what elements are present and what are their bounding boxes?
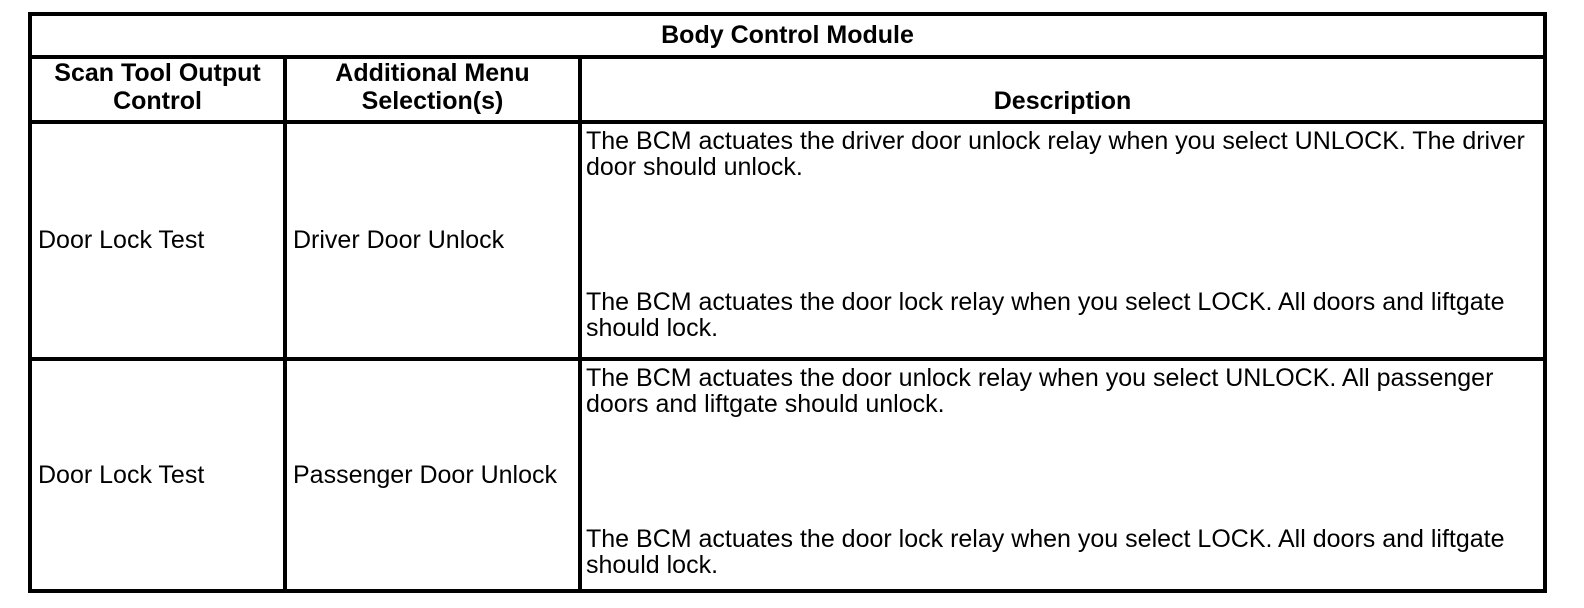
description-paragraph: The BCM actuates the driver door unlock … bbox=[586, 127, 1525, 181]
column-header-description: Description bbox=[582, 59, 1543, 120]
row1-menu-selection-cell: Driver Door Unlock bbox=[287, 124, 578, 357]
bcm-output-control-table: Body Control Module Scan Tool Output Con… bbox=[28, 12, 1547, 593]
row2-output-control-cell: Door Lock Test bbox=[32, 361, 283, 589]
table-title: Body Control Module bbox=[32, 16, 1543, 55]
row1-description-cell: The BCM actuates the driver door unlock … bbox=[582, 124, 1543, 357]
column-header-scan-tool-output-control: Scan Tool Output Control bbox=[32, 59, 283, 120]
row1-output-control-cell: Door Lock Test bbox=[32, 124, 283, 357]
row2-description-cell: The BCM actuates the door unlock relay w… bbox=[582, 361, 1543, 589]
row2-menu-selection-cell: Passenger Door Unlock bbox=[287, 361, 578, 589]
description-paragraph: The BCM actuates the door lock relay whe… bbox=[586, 288, 1505, 342]
description-paragraph: The BCM actuates the door unlock relay w… bbox=[586, 364, 1494, 418]
column-header-additional-menu-selections: Additional Menu Selection(s) bbox=[287, 59, 578, 120]
description-paragraph: The BCM actuates the door lock relay whe… bbox=[586, 525, 1505, 579]
